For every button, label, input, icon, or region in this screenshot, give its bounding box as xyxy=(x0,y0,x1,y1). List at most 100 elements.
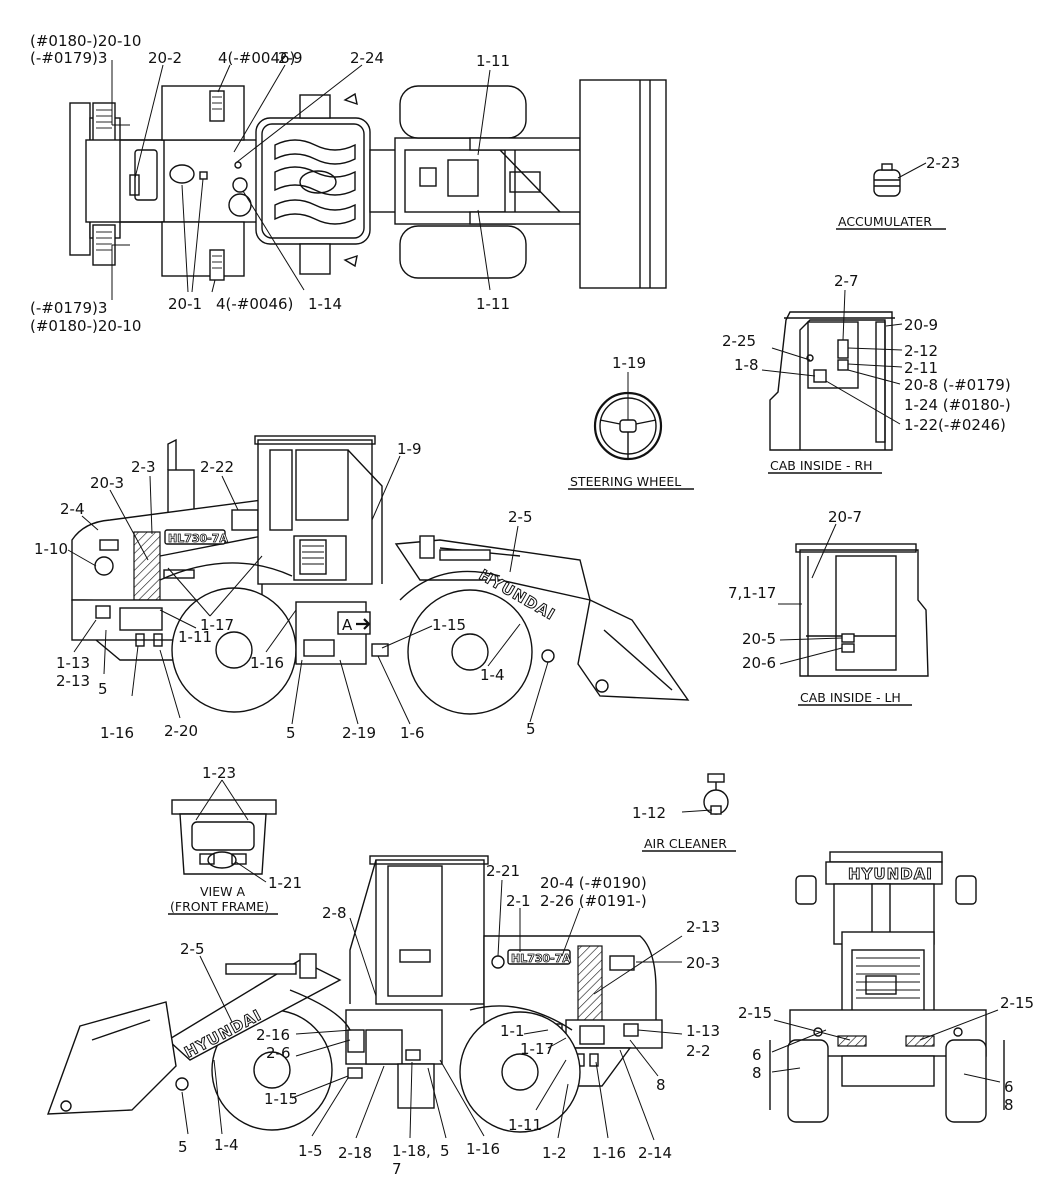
callout-cablh-20-6: 20-6 xyxy=(742,654,776,672)
callout-sider-1-4: 1-4 xyxy=(214,1136,239,1154)
side-left-decal-1-13 xyxy=(95,605,111,619)
callout-viewa-1-21: 1-21 xyxy=(268,874,302,892)
callout-sidel-20-3: 20-3 xyxy=(90,474,124,492)
callout-top-3-upper: (-#0179)3 xyxy=(30,49,107,67)
callout-sider-2-16: 2-16 xyxy=(256,1026,290,1044)
callout-sider-2-14: 2-14 xyxy=(638,1144,672,1162)
cab-rh-callouts: 2-7 20-9 2-25 2-12 1-8 2-11 20-8 (-#0179… xyxy=(722,272,1011,474)
callout-sidel-2-5: 2-5 xyxy=(508,508,533,526)
callout-rear-2-15-left: 2-15 xyxy=(738,1004,772,1022)
callout-sidel-1-17: 1-17 xyxy=(200,616,234,634)
callout-sider-2-6: 2-6 xyxy=(266,1044,291,1062)
callout-cabrh-1-8: 1-8 xyxy=(734,356,759,374)
cab-lh-decal-20-5 xyxy=(841,633,855,643)
callout-sidel-2-22: 2-22 xyxy=(200,458,234,476)
callout-sider-1-5: 1-5 xyxy=(298,1142,323,1160)
callout-cabrh-20-8: 20-8 (-#0179) xyxy=(904,376,1011,394)
callout-sidel-2-19: 2-19 xyxy=(342,724,376,742)
caption-view-a: VIEW A xyxy=(200,884,245,899)
side-left-a-marker: A xyxy=(342,616,353,634)
top-view xyxy=(69,60,667,300)
side-right-callouts: 2-21 20-4 (-#0190) 2-26 (#0191-) 2-1 2-1… xyxy=(178,862,720,1178)
side-right-hatched-decal xyxy=(577,945,603,1023)
callout-sider-1-11: 1-11 xyxy=(508,1116,542,1134)
callout-sidel-1-10: 1-10 xyxy=(34,540,68,558)
callout-sidel-1-13: 1-13 xyxy=(56,654,90,672)
callout-sidel-1-15: 1-15 xyxy=(432,616,466,634)
side-left-model: HL730-7A xyxy=(168,532,228,545)
callout-sidel-1-6: 1-6 xyxy=(400,724,425,742)
callout-sidel-5-left: 5 xyxy=(98,680,108,698)
air-cleaner-view: 1-12 AIR CLEANER xyxy=(632,773,736,852)
caption-front-frame: (FRONT FRAME) xyxy=(170,899,269,914)
callout-sider-1-15: 1-15 xyxy=(264,1090,298,1108)
caption-accumulater: ACCUMULATER xyxy=(838,214,932,229)
callout-cabrh-1-24: 1-24 (#0180-) xyxy=(904,396,1011,414)
callout-sidel-1-16-lower: 1-16 xyxy=(100,724,134,742)
callout-sider-2-8: 2-8 xyxy=(322,904,347,922)
callout-top-1-14: 1-14 xyxy=(308,295,342,313)
side-right-decal-1-15 xyxy=(347,1067,363,1079)
side-right-decal-1-18 xyxy=(405,1049,421,1061)
callout-sidel-1-9: 1-9 xyxy=(397,440,422,458)
callout-cablh-20-5: 20-5 xyxy=(742,630,776,648)
air-cleaner-icon xyxy=(707,773,725,783)
callout-rear-8-right: 8 xyxy=(1004,1096,1014,1114)
callout-viewa-1-23: 1-23 xyxy=(202,764,236,782)
callout-sider-1-2: 1-2 xyxy=(542,1144,567,1162)
callout-top-20-2: 20-2 xyxy=(148,49,182,67)
steering-wheel-view: 1-19 STEERING WHEEL xyxy=(568,354,694,490)
callout-sider-1-16-right: 1-16 xyxy=(592,1144,626,1162)
callout-sidel-2-13: 2-13 xyxy=(56,672,90,690)
rear-logo: HYUNDAI xyxy=(848,865,933,883)
callout-cablh-7-1-17: 7,1-17 xyxy=(728,584,776,602)
view-a-front-frame: 1-23 1-21 VIEW A (FRONT FRAME) xyxy=(168,764,302,915)
callout-sidel-1-16-upper: 1-16 xyxy=(250,654,284,672)
callout-rear-2-15-right: 2-15 xyxy=(1000,994,1034,1012)
callout-sider-20-4: 20-4 (-#0190) xyxy=(540,874,647,892)
callout-sider-1-17: 1-17 xyxy=(520,1040,554,1058)
callout-sidel-2-4: 2-4 xyxy=(60,500,85,518)
callout-sider-5-left: 5 xyxy=(178,1138,188,1156)
side-left-callouts: 2-3 2-22 1-9 20-3 2-4 2-5 1-10 1-15 1-17… xyxy=(34,440,536,742)
callout-top-4-lower: 4(-#0046) xyxy=(216,295,293,313)
accumulater-view: 2-23 ACCUMULATER xyxy=(836,154,960,230)
accumulator-icon xyxy=(873,169,901,197)
callout-aircleaner-1-12: 1-12 xyxy=(632,804,666,822)
callout-sidel-2-20: 2-20 xyxy=(164,722,198,740)
cab-lh-decal-20-6 xyxy=(841,643,855,653)
callout-cabrh-20-9: 20-9 xyxy=(904,316,938,334)
callout-sidel-2-3: 2-3 xyxy=(131,458,156,476)
cab-rh-decal-2-12 xyxy=(837,339,849,359)
callout-sider-7: 7 xyxy=(392,1160,402,1178)
callout-top-3-lower: (-#0179)3 xyxy=(30,299,107,317)
cab-inside-rh-view xyxy=(761,289,903,451)
callout-top-20-10-lower: (#0180-)20-10 xyxy=(30,317,141,335)
side-right-model: HL730-7A xyxy=(511,952,571,965)
side-left-cab-decal xyxy=(299,539,327,575)
callout-sidel-1-4: 1-4 xyxy=(480,666,505,684)
callout-rear-6-left: 6 xyxy=(752,1046,762,1064)
callout-sider-8: 8 xyxy=(656,1076,666,1094)
rear-hatched-decal-left xyxy=(837,1035,867,1047)
callout-top-20-10-upper: (#0180-)20-10 xyxy=(30,32,141,50)
top-view-callouts: (#0180-)20-10 (-#0179)3 20-2 4(-#0046) 2… xyxy=(30,32,510,335)
callout-sider-5-center: 5 xyxy=(440,1142,450,1160)
callout-sider-20-3: 20-3 xyxy=(686,954,720,972)
callout-rear-8-left: 8 xyxy=(752,1064,762,1082)
callout-sider-1-13: 1-13 xyxy=(686,1022,720,1040)
rear-hatched-decal-right xyxy=(905,1035,935,1047)
callout-cabrh-2-12: 2-12 xyxy=(904,342,938,360)
callout-sidel-5-right: 5 xyxy=(526,720,536,738)
callout-top-2-24: 2-24 xyxy=(350,49,384,67)
decal-4-lower xyxy=(209,249,225,281)
callout-top-4-upper: 4(-#0046) xyxy=(218,49,295,67)
side-right-decal-1-13 xyxy=(623,1023,639,1037)
callout-steering-1-19: 1-19 xyxy=(612,354,646,372)
callout-sider-2-18: 2-18 xyxy=(338,1144,372,1162)
callout-sider-1-1: 1-1 xyxy=(500,1022,525,1040)
cab-inside-lh-view: 20-7 7,1-17 20-5 20-6 CAB INSIDE - LH xyxy=(728,508,929,706)
callout-cabrh-2-7: 2-7 xyxy=(834,272,859,290)
